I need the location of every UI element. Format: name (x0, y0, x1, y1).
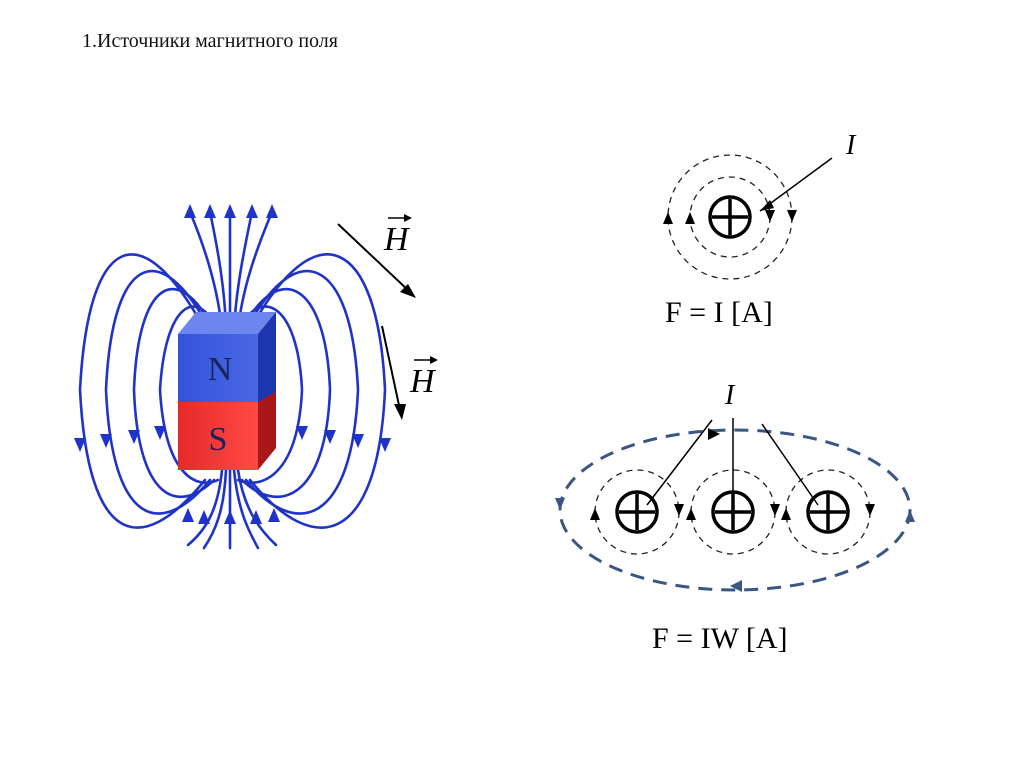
coil-wire-icon (806, 490, 850, 534)
slide-title: 1.Источники магнитного поля (82, 30, 338, 52)
coil-formula: F = IW [A] (652, 622, 788, 655)
coil-diagram: I F = IW [A] (555, 380, 915, 655)
single-wire-diagram: I F = I [A] (663, 130, 857, 329)
field-vector-upper: H (337, 214, 416, 298)
coil-wire-icon (711, 490, 755, 534)
circle-arrows (663, 210, 797, 224)
field-vector-label: H (383, 221, 411, 258)
south-pole (178, 402, 258, 470)
current-into-page-icon (708, 195, 752, 239)
south-pole-label: S (209, 421, 228, 458)
current-label: I (845, 130, 857, 161)
north-pole-label: N (208, 351, 233, 388)
single-wire-formula: F = I [A] (665, 296, 773, 329)
coil-wire-icon (615, 490, 659, 534)
field-vector-lower: H (381, 325, 438, 420)
field-vector-label: H (409, 363, 437, 400)
coil-current-label: I (724, 380, 736, 411)
bar-magnet: N S (178, 312, 276, 470)
bar-magnet-field: N S H H (74, 204, 438, 550)
loop-arrows (555, 498, 915, 592)
north-pole (178, 334, 258, 402)
field-arrowheads (74, 204, 391, 524)
